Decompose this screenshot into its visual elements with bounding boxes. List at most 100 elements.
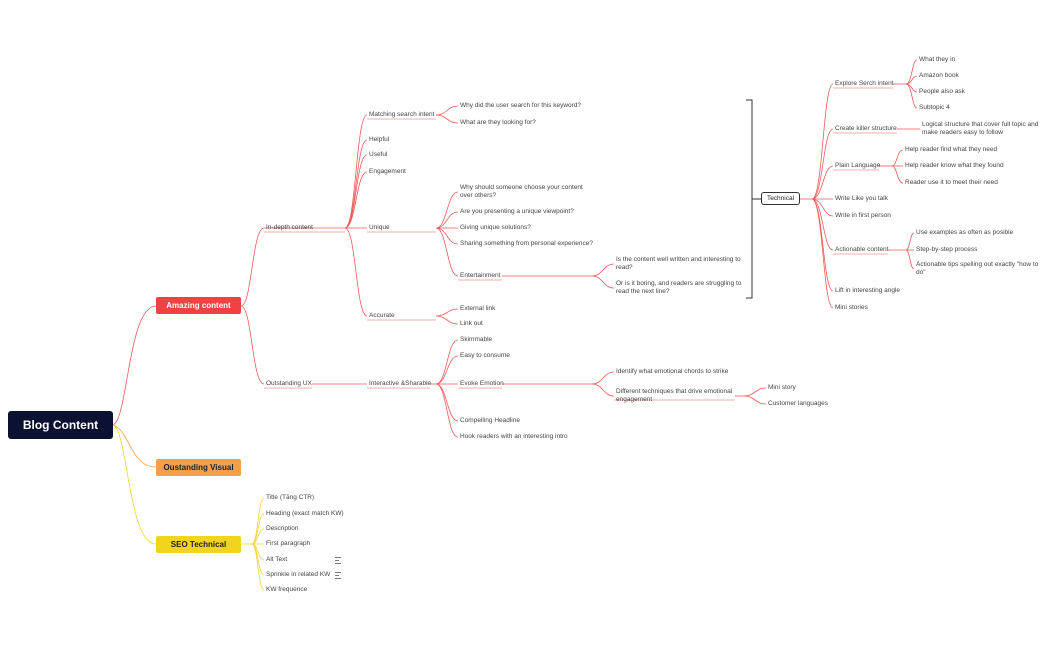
edge-act-tips: [905, 249, 915, 270]
explore-search-intent-node[interactable]: Explore Serch intent: [835, 80, 894, 87]
edge-seo-kwfreq: [251, 543, 265, 591]
accurate-node[interactable]: Accurate: [369, 312, 395, 319]
well-written-node[interactable]: Is the content well written and interest…: [616, 256, 741, 271]
people-also-ask-node[interactable]: People also ask: [919, 88, 965, 95]
edge-tech-explore: [811, 83, 834, 200]
interactive-sharable-node[interactable]: Interactive &Sharable: [369, 380, 432, 387]
edge-seo-description: [251, 528, 265, 545]
note-icon[interactable]: [335, 557, 341, 564]
outstanding-visual-node[interactable]: Oustanding Visual: [156, 459, 241, 476]
seo-heading-node[interactable]: Heading (exact match KW): [266, 510, 344, 517]
technical-node[interactable]: Technical: [761, 192, 800, 205]
boring-node[interactable]: Or is it boring, and readers are struggl…: [616, 280, 742, 295]
seo-alt-text-node[interactable]: Alt Text: [266, 556, 288, 563]
edge-int-skimmable: [435, 339, 459, 385]
skimmable-node[interactable]: Skimmable: [460, 336, 493, 343]
edge-explore-subtopic: [905, 83, 918, 109]
edge-ent-wellwritten: [591, 263, 615, 277]
help-find-node[interactable]: Help reader find what they need: [905, 146, 998, 153]
edge-accurate-linkout: [435, 315, 459, 325]
engagement-node[interactable]: Engagement: [369, 168, 406, 175]
edge-tech-plain: [811, 165, 834, 200]
edge-accurate-external: [435, 308, 459, 317]
edge-diff-mini: [743, 387, 767, 397]
edge-plain-use: [891, 165, 904, 184]
what-looking-node[interactable]: What are they looking for?: [460, 119, 536, 126]
root-node[interactable]: Blog Content: [8, 411, 113, 439]
subtopic-node[interactable]: Subtopic 4: [919, 104, 950, 111]
edge-amazing-ux: [240, 305, 265, 385]
what-they-node[interactable]: What they in: [919, 56, 956, 63]
mini-stories-node[interactable]: Mini stories: [835, 304, 868, 311]
outstanding-ux-node[interactable]: Outstanding UX: [266, 380, 312, 387]
link-out-node[interactable]: Link out: [460, 320, 483, 327]
note-icon[interactable]: [335, 572, 341, 579]
first-person-node[interactable]: Write in first person: [835, 212, 891, 219]
matching-search-intent-node[interactable]: Matching search intent: [369, 111, 435, 118]
edge-hub-useful: [344, 154, 368, 229]
customer-languages-node[interactable]: Customer languages: [768, 400, 828, 407]
indepth-content-node[interactable]: In-depth content: [266, 224, 313, 231]
edge-root-seo: [112, 424, 157, 545]
hook-readers-node[interactable]: Hook readers with an interesting intro: [460, 433, 568, 440]
entertainment-node[interactable]: Entertainment: [460, 272, 501, 279]
unique-node[interactable]: Unique: [369, 224, 390, 231]
edge-unique-viewpoint: [435, 211, 459, 229]
step-by-step-node[interactable]: Step-by-step process: [916, 246, 978, 253]
useful-node[interactable]: Useful: [369, 151, 388, 158]
edge-seo-heading: [251, 513, 265, 545]
mini-story-node[interactable]: Mini story: [768, 384, 796, 391]
seo-sprinkle-kw-node[interactable]: Sprinkle in related KW: [266, 571, 331, 578]
seo-kw-frequence-node[interactable]: KW frequence: [266, 586, 308, 593]
evoke-emotion-node[interactable]: Evoke Emotion: [460, 380, 504, 387]
why-choose-node[interactable]: Why should someone choose your content o…: [460, 184, 583, 199]
personal-experience-node[interactable]: Sharing something from personal experien…: [460, 240, 593, 247]
compelling-headline-node[interactable]: Compelling Headline: [460, 417, 520, 424]
help-know-node[interactable]: Help reader know what they found: [905, 162, 1004, 169]
unique-viewpoint-node[interactable]: Are you presenting a unique viewpoint?: [460, 208, 574, 215]
write-like-talk-node[interactable]: Write Like you talk: [835, 195, 888, 202]
edge-matching-what: [435, 114, 459, 124]
edge-matching-why: [435, 105, 459, 116]
edge-evoke-different: [591, 383, 615, 397]
unique-solutions-node[interactable]: Giving unique solutions?: [460, 224, 531, 231]
amazing-content-node[interactable]: Amazing content: [156, 297, 241, 314]
seo-title-node[interactable]: Title (Tăng CTR): [266, 494, 315, 501]
underlines: [264, 87, 897, 401]
edge-root-visual: [112, 424, 157, 468]
external-link-node[interactable]: External link: [460, 305, 496, 312]
easy-to-consume-node[interactable]: Easy to consume: [460, 352, 510, 359]
edge-act-examples: [905, 232, 915, 251]
edge-int-headline: [435, 383, 459, 422]
interesting-angle-node[interactable]: Lift in interesting angle: [835, 287, 901, 294]
edge-unique-entertainment: [435, 227, 459, 277]
actionable-tips-node[interactable]: Actionable tips spelling out exactly "ho…: [916, 261, 1039, 276]
reader-use-node[interactable]: Reader use it to meet their need: [905, 179, 998, 186]
why-search-node[interactable]: Why did the user search for this keyword…: [460, 102, 582, 109]
edge-ent-boring: [591, 275, 615, 289]
seo-description-node[interactable]: Description: [266, 525, 299, 532]
identify-chords-node[interactable]: Identify what emotional chords to strike: [616, 368, 729, 375]
actionable-content-node[interactable]: Actionable content: [835, 246, 889, 253]
edge-tech-ministories: [811, 198, 834, 309]
edge-diff-customer: [743, 395, 767, 405]
edge-explore-what: [905, 59, 918, 85]
use-examples-node[interactable]: Use examples as often as posible: [916, 229, 1014, 236]
edge-seo-title: [251, 497, 265, 545]
edge-int-hook: [435, 383, 459, 438]
killer-structure-node[interactable]: Create killer structure: [835, 125, 897, 132]
logical-structure-node[interactable]: Logical structure that cover full topic …: [922, 121, 1039, 136]
edge-evoke-identify: [591, 371, 615, 385]
edge-hub-accurate: [344, 227, 368, 317]
helpful-node[interactable]: Helpful: [369, 136, 390, 143]
technical-bracket: [746, 99, 761, 299]
edge-plain-find: [891, 149, 904, 167]
seo-first-paragraph-node[interactable]: First paragraph: [266, 540, 311, 547]
edge-hub-helpful: [344, 139, 368, 229]
seo-technical-node[interactable]: SEO Technical: [156, 536, 241, 553]
amazon-book-node[interactable]: Amazon book: [919, 72, 959, 79]
plain-language-node[interactable]: Plain Language: [835, 162, 881, 169]
different-techniques-node[interactable]: Different techniques that drive emotiona…: [616, 388, 733, 403]
edge-hub-engagement: [344, 171, 368, 229]
